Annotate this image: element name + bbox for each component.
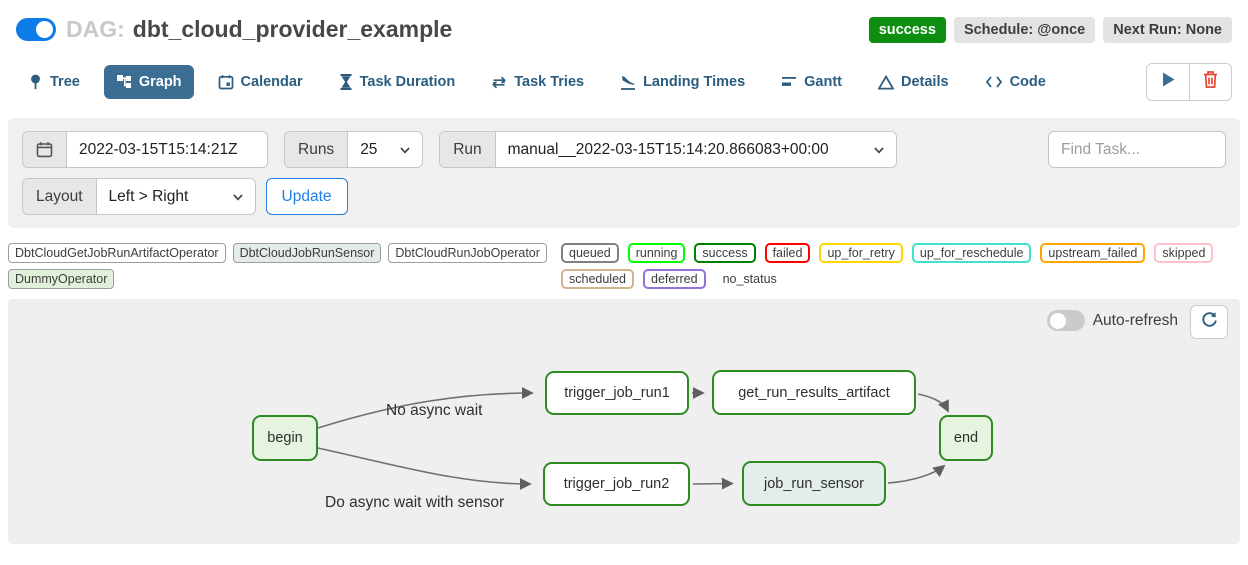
tab-label: Code: [1009, 74, 1046, 90]
toggle-knob: [1049, 312, 1066, 329]
execution-date-input[interactable]: [67, 132, 267, 167]
status-badge[interactable]: no_status: [722, 272, 777, 286]
tab-tree[interactable]: Tree: [16, 65, 92, 99]
tab-label: Calendar: [240, 74, 303, 90]
operator-badge[interactable]: DbtCloudJobRunSensor: [232, 243, 382, 263]
run-select[interactable]: manual__2022-03-15T15:14:20.866083+00:00: [495, 132, 896, 167]
toggle-knob: [36, 21, 53, 38]
schedule-badge: Schedule: @once: [953, 16, 1096, 43]
tab-calendar[interactable]: Calendar: [206, 65, 315, 99]
chevron-down-icon: [232, 188, 243, 206]
layout-selected-value: Left > Right: [108, 187, 189, 205]
status-badge[interactable]: deferred: [643, 269, 706, 289]
graph-edges: [317, 387, 949, 490]
status-badge[interactable]: queued: [561, 243, 619, 263]
status-badge[interactable]: skipped: [1154, 243, 1214, 263]
trash-icon: [1203, 71, 1218, 93]
edge-label-do-async: Do async wait with sensor: [325, 494, 505, 511]
graph-node-get-run-results-artifact[interactable]: get_run_results_artifact: [712, 370, 916, 415]
status-badge[interactable]: scheduled: [561, 269, 634, 289]
tab-details[interactable]: Details: [866, 65, 961, 99]
dag-action-buttons: [1146, 63, 1232, 101]
sitemap-icon: [116, 74, 132, 90]
legend: DbtCloudGetJobRunArtifactOperator DbtClou…: [4, 243, 1244, 289]
tab-label: Details: [901, 74, 949, 90]
graph-node-trigger-job-run2[interactable]: trigger_job_run2: [543, 462, 690, 506]
delete-dag-button[interactable]: [1189, 64, 1231, 100]
operator-badge[interactable]: DummyOperator: [8, 269, 115, 289]
execution-date-group: [22, 131, 268, 168]
graph-node-trigger-job-run1[interactable]: trigger_job_run1: [545, 371, 689, 415]
status-badge[interactable]: up_for_retry: [819, 243, 903, 263]
run-selected-value: manual__2022-03-15T15:14:20.866083+00:00: [507, 140, 829, 158]
gantt-icon: [781, 75, 797, 89]
tab-label: Tree: [50, 74, 80, 90]
trigger-dag-button[interactable]: [1147, 64, 1189, 100]
run-label: Run: [440, 132, 496, 167]
graph-node-begin[interactable]: begin: [252, 415, 318, 461]
auto-refresh-toggle[interactable]: [1046, 310, 1085, 331]
dag-header: DAG: dbt_cloud_provider_example success …: [0, 0, 1248, 45]
layout-label: Layout: [23, 179, 97, 214]
runs-group: Runs 25: [284, 131, 424, 168]
triangle-icon: [878, 74, 894, 90]
tab-label: Landing Times: [643, 74, 746, 90]
tab-landing-times[interactable]: Landing Times: [608, 65, 757, 99]
status-badge[interactable]: up_for_reschedule: [911, 243, 1032, 263]
runs-label: Runs: [285, 132, 349, 167]
layout-group: Layout Left > Right: [22, 178, 256, 215]
find-task-input[interactable]: [1048, 131, 1226, 168]
calendar-icon: [218, 74, 234, 90]
pin-icon: [28, 74, 43, 90]
calendar-addon-icon[interactable]: [23, 132, 67, 167]
operator-badge[interactable]: DbtCloudRunJobOperator: [388, 243, 547, 263]
tab-gantt[interactable]: Gantt: [769, 65, 854, 99]
status-legend: queued running success failed up_for_retry up…: [561, 243, 1240, 289]
graph-canvas[interactable]: Auto-refresh begin trigger_job_run1 get_…: [8, 299, 1240, 544]
auto-refresh-label: Auto-refresh: [1092, 311, 1178, 329]
operator-badge[interactable]: DbtCloudGetJobRunArtifactOperator: [8, 243, 226, 263]
tab-label: Task Duration: [359, 74, 456, 90]
hourglass-icon: [339, 74, 353, 90]
tab-graph[interactable]: Graph: [103, 65, 194, 99]
tab-code[interactable]: Code: [973, 65, 1058, 99]
update-button[interactable]: Update: [265, 178, 348, 215]
filter-panel: Runs 25 Run manual__2022-03-15T15:14:20.…: [8, 118, 1240, 228]
runs-select[interactable]: 25: [348, 132, 423, 167]
chevron-down-icon: [400, 141, 410, 159]
runs-selected-value: 25: [360, 140, 378, 158]
next-run-badge: Next Run: None: [1103, 16, 1232, 43]
dag-title: dbt_cloud_provider_example: [132, 16, 453, 42]
tab-label: Gantt: [804, 74, 842, 90]
plane-landing-icon: [620, 74, 636, 90]
layout-select[interactable]: Left > Right: [96, 179, 255, 214]
refresh-icon: [1201, 311, 1218, 333]
status-badge[interactable]: failed: [764, 243, 811, 263]
status-badge[interactable]: running: [627, 243, 686, 263]
dag-prefix-label: DAG:: [66, 16, 125, 42]
header-badges: success Schedule: @once Next Run: None: [868, 16, 1232, 43]
status-badge[interactable]: upstream_failed: [1040, 243, 1146, 263]
run-group: Run manual__2022-03-15T15:14:20.866083+0…: [439, 131, 897, 168]
status-badge[interactable]: success: [694, 243, 756, 263]
dag-pause-toggle[interactable]: [16, 18, 56, 41]
chevron-down-icon: [873, 141, 884, 159]
graph-node-end[interactable]: end: [939, 415, 993, 461]
edge-label-no-async: No async wait: [386, 402, 483, 419]
view-tabbar: Tree Graph Calendar Task Duration Task T…: [0, 63, 1248, 101]
operator-legend: DbtCloudGetJobRunArtifactOperator DbtClou…: [8, 243, 553, 289]
play-icon: [1162, 72, 1175, 92]
code-icon: [985, 75, 1003, 89]
tab-task-tries[interactable]: Task Tries: [479, 65, 596, 99]
auto-refresh-control: Auto-refresh: [1046, 310, 1178, 331]
tab-label: Task Tries: [514, 74, 585, 90]
dag-status-badge: success: [868, 16, 946, 43]
repeat-icon: [491, 75, 507, 90]
tab-label: Graph: [138, 74, 182, 90]
tab-task-duration[interactable]: Task Duration: [327, 65, 468, 99]
graph-node-job-run-sensor[interactable]: job_run_sensor: [742, 461, 886, 506]
refresh-button[interactable]: [1190, 305, 1228, 339]
